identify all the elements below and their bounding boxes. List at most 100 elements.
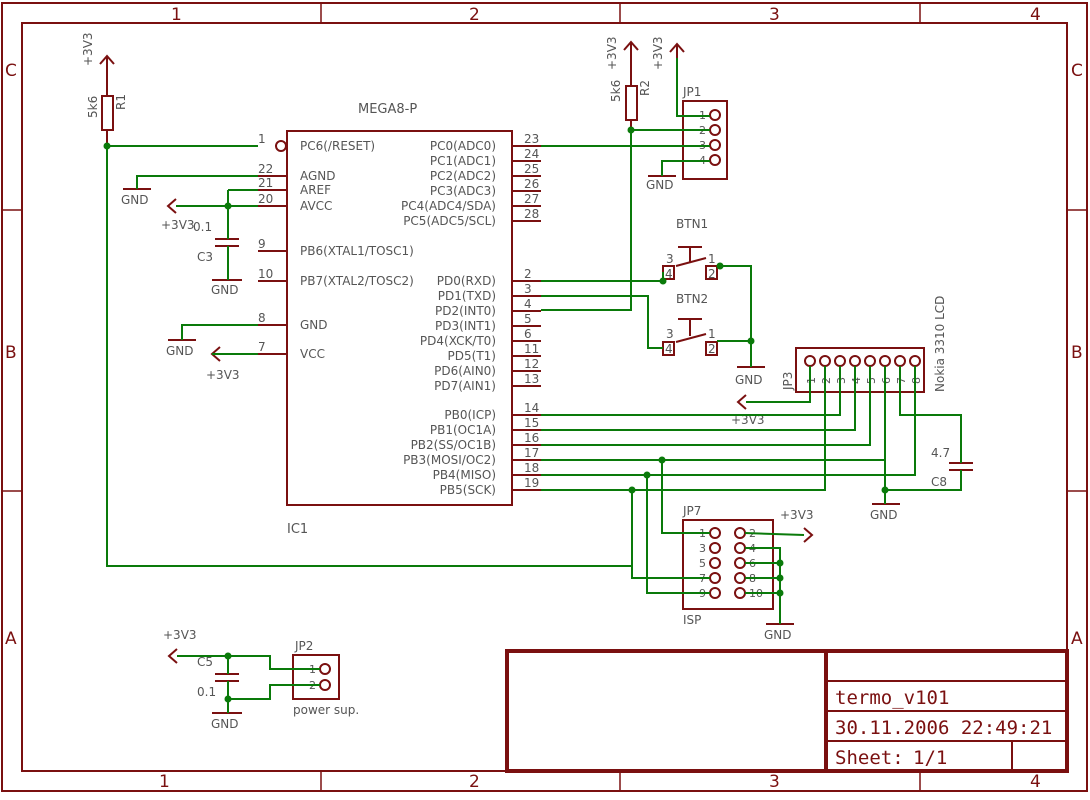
ic1-pin-number-9: 9 (258, 237, 266, 251)
jp2-name-label: JP2 (294, 639, 313, 653)
ic1-device-label: MEGA8-P (358, 102, 417, 117)
jp3-name-label: JP3 (781, 372, 795, 391)
ic1-pin-name-7: VCC (300, 347, 325, 361)
ic1-pin-name-5: PD3(INT1) (435, 319, 496, 333)
zone-row-c-left: C (5, 61, 17, 81)
zone-col-4-bottom: 4 (1030, 772, 1041, 792)
ic1-pin-number-2: 2 (524, 267, 532, 281)
zone-col-3-bottom: 3 (769, 772, 780, 792)
c8-name-label: C8 (931, 475, 947, 489)
c8-gnd-label: GND (870, 508, 898, 522)
header-jp2 (292, 654, 340, 700)
zone-col-3-top: 3 (769, 5, 780, 25)
jp7-pin-3: 3 (699, 542, 706, 555)
r1-supply-label: +3V3 (81, 32, 95, 66)
zone-col-2-bottom: 2 (469, 772, 480, 792)
jp3-pin-2: 2 (820, 377, 833, 384)
ic1-name-label: IC1 (287, 522, 308, 537)
jp7-gnd-label: GND (764, 628, 792, 642)
title-block (505, 649, 1069, 773)
ic1-pin-name-12: PD6(AIN0) (434, 364, 496, 378)
jp7-desc-label: ISP (683, 613, 701, 627)
ic1-pin-number-7: 7 (258, 340, 266, 354)
jp3-desc-label: Nokia 3310 LCD (933, 296, 947, 392)
zone-row-b-right: B (1071, 343, 1083, 363)
capacitor-c8 (949, 462, 973, 471)
ic-gnd-label: GND (166, 344, 194, 358)
btn-gnd-label: GND (735, 373, 763, 387)
avcc-supply-arrow (166, 198, 177, 214)
zone-row-c-right: C (1071, 61, 1083, 81)
ic1-pin-name-13: PD7(AIN1) (434, 379, 496, 393)
ic1-pin-name-23: PC0(ADC0) (430, 139, 496, 153)
jp3-pin-5: 5 (865, 377, 878, 384)
zone-col-4-top: 4 (1030, 5, 1041, 25)
ic1-pin-name-28: PC5(ADC5/SCL) (403, 214, 496, 228)
jp1-supply-label: +3V3 (651, 36, 665, 70)
ic1-pin-number-5: 5 (524, 312, 532, 326)
c3-value-label: 0.1 (193, 220, 212, 234)
c3-gnd-label: GND (211, 283, 239, 297)
c5-value-label: 0.1 (197, 685, 216, 699)
ic1-pin-name-6: PD4(XCK/T0) (420, 334, 496, 348)
ic1-pin-name-14: PB0(ICP) (444, 408, 496, 422)
ic1-pin-number-17: 17 (524, 446, 539, 460)
ic1-pin-number-22: 22 (258, 162, 273, 176)
junctions (103, 126, 889, 703)
btn2-name-label: BTN2 (676, 292, 708, 306)
ic1-pin-name-22: AGND (300, 169, 336, 183)
ic1-pin-number-15: 15 (524, 416, 539, 430)
ic1-pin-number-6: 6 (524, 327, 532, 341)
ic1-pin-number-3: 3 (524, 282, 532, 296)
agnd-gnd-label: GND (121, 193, 149, 207)
ic1-pin-number-19: 19 (524, 476, 539, 490)
ic1-right-pins: 23PC0(ADC0)24PC1(ADC1)25PC2(ADC2)26PC3(A… (401, 132, 541, 497)
ic1-pin-name-16: PB2(SS/OC1B) (411, 438, 496, 452)
title-block-sheet-value: 1/1 (913, 747, 947, 769)
jp3-pin-4: 4 (850, 377, 863, 384)
r2-name-label: R2 (638, 80, 652, 96)
zone-col-1-top: 1 (171, 5, 182, 25)
ic1-pin-name-8: GND (300, 318, 328, 332)
btn2-pin-1: 1 (708, 327, 716, 341)
c8-value-label: 4.7 (931, 446, 950, 460)
r2-value-label: 5k6 (609, 80, 623, 102)
ic1-pin-number-14: 14 (524, 401, 539, 415)
header-jp1 (669, 42, 728, 180)
ic1-pin-number-20: 20 (258, 192, 273, 206)
btn1-pin-3: 3 (666, 252, 674, 266)
ic1-pin-name-2: PD0(RXD) (437, 274, 496, 288)
zone-row-a-left: A (5, 629, 17, 649)
ic1-pin-name-25: PC2(ADC2) (430, 169, 496, 183)
btn1-pin-1: 1 (708, 252, 716, 266)
ic1-pin-name-9: PB6(XTAL1/TOSC1) (300, 244, 414, 258)
jp3-pin-8: 8 (910, 377, 923, 384)
ic1-pin-name-15: PB1(OC1A) (430, 423, 496, 437)
zone-col-2-top: 2 (469, 5, 480, 25)
btn1-name-label: BTN1 (676, 217, 708, 231)
btn2-pin-4: 4 (665, 342, 673, 356)
ic1-pin-number-28: 28 (524, 207, 539, 221)
resistor-r2 (623, 40, 639, 130)
ic1-pin-name-3: PD1(TXD) (438, 289, 496, 303)
ic1-pin-name-11: PD5(T1) (448, 349, 496, 363)
ic1-pin-number-1: 1 (258, 132, 266, 146)
ic1-pin-name-19: PB5(SCK) (440, 483, 496, 497)
ic1-pin-number-11: 11 (524, 342, 539, 356)
btn1-pin-2: 2 (708, 267, 716, 281)
jp3-pin-7: 7 (895, 377, 908, 384)
jp2-desc-label: power sup. (293, 703, 359, 717)
vcc-supply-label: +3V3 (206, 368, 240, 382)
ic1-pin-number-10: 10 (258, 267, 273, 281)
ic1-pin-number-4: 4 (524, 297, 532, 311)
r2-supply-label: +3V3 (605, 36, 619, 70)
zone-row-a-right: A (1071, 629, 1083, 649)
ic1-pin-number-16: 16 (524, 431, 539, 445)
c5-gnd-label: GND (211, 717, 239, 731)
btn2-pin-2: 2 (708, 342, 716, 356)
ic1-pin-name-18: PB4(MISO) (433, 468, 496, 482)
ic1-pin-name-27: PC4(ADC4/SDA) (401, 199, 496, 213)
btn1-pin-4: 4 (665, 267, 673, 281)
